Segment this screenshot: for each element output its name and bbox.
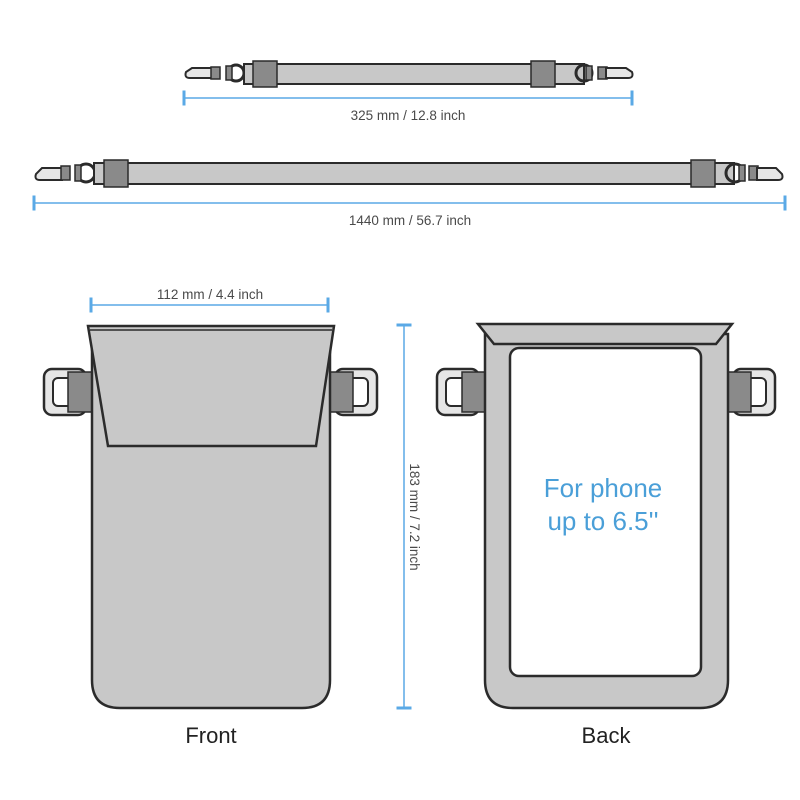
front-pouch-flap (86, 324, 336, 448)
pouch-height-dimension-label: 183 mm / 7.2 inch (407, 463, 422, 570)
back-view-label: Back (582, 723, 632, 748)
long-strap-left-hook (34, 167, 63, 181)
short-strap-left-slider (252, 60, 278, 88)
back-right-loop (726, 367, 777, 417)
long-strap-left-slider (103, 159, 129, 188)
long-strap-right-slider (690, 159, 716, 188)
short-strap-left-hook (184, 67, 213, 79)
front-left-loop (42, 367, 93, 417)
short-strap-right-slider (530, 60, 556, 88)
back-pouch-top-seal (475, 322, 735, 346)
short-strap-band (243, 63, 585, 85)
back-left-loop (435, 367, 487, 417)
phone-size-line-1: For phone (544, 473, 663, 503)
front-pouch (42, 324, 379, 710)
long-strap-dimension-label: 1440 mm / 56.7 inch (349, 213, 471, 228)
front-right-loop (328, 367, 379, 417)
long-strap-band (93, 162, 735, 185)
short-strap (184, 60, 634, 88)
back-pouch-phone-window (508, 346, 703, 678)
long-strap (34, 159, 784, 188)
front-view-label: Front (185, 723, 236, 748)
phone-size-line-2: up to 6.5'' (547, 506, 658, 536)
long-strap-right-hook (756, 167, 784, 181)
short-strap-dimension-label: 325 mm / 12.8 inch (351, 108, 466, 123)
short-strap-right-hook (605, 67, 634, 79)
back-pouch: For phone up to 6.5'' (435, 322, 777, 710)
pouch-width-dimension-label: 112 mm / 4.4 inch (157, 287, 263, 302)
